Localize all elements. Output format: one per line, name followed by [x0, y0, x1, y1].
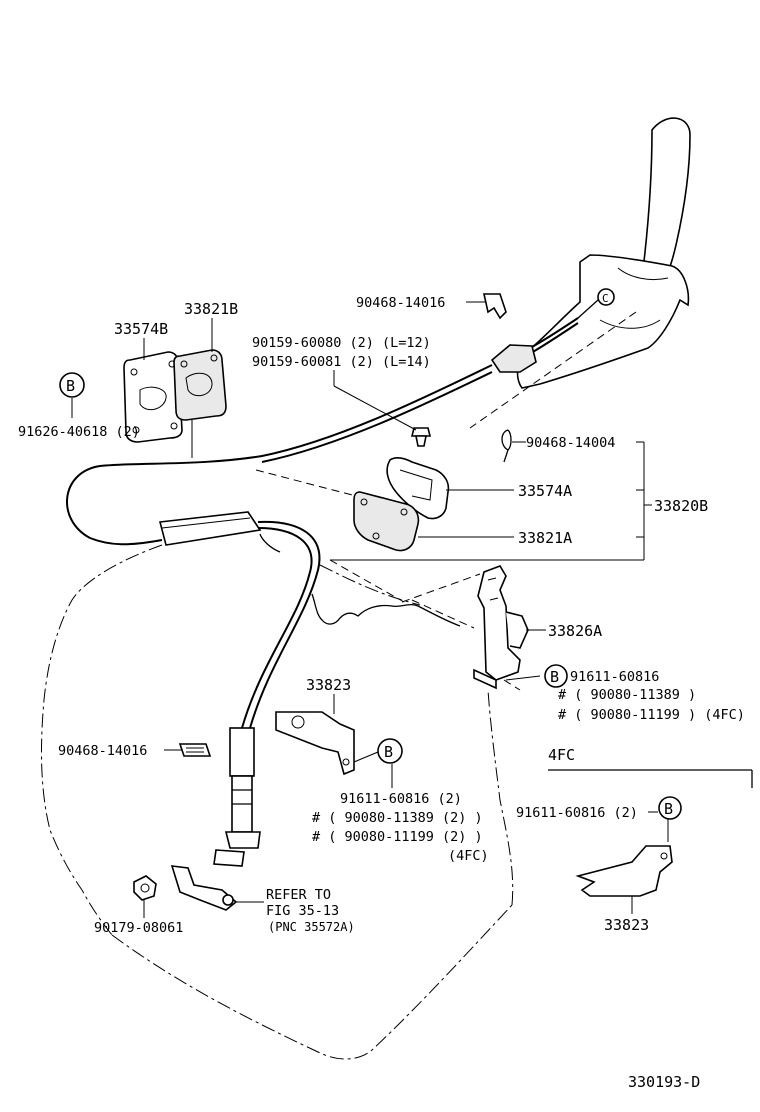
cable-bracket-boot	[490, 344, 537, 373]
cable-sleeve	[158, 511, 262, 546]
cable-end-mark: C	[602, 292, 609, 305]
label-90080-11389-center: # ( 90080-11389 (2) )	[312, 810, 483, 826]
cable-end-eye	[597, 288, 615, 306]
label-33821A: 33821A	[518, 529, 572, 547]
label-91611-60816-inset: 91611-60816 (2)	[516, 805, 638, 821]
part-33823-center	[275, 711, 355, 776]
svg-text:B: B	[66, 377, 75, 395]
leader-lines	[71, 301, 652, 918]
label-90179-08061: 90179-08061	[94, 920, 183, 936]
label-90080-11199-center: # ( 90080-11199 (2) )	[312, 829, 483, 845]
marker-b-right: B	[544, 664, 568, 688]
transmission-housing	[41, 544, 514, 1060]
clip-90468-14016-left	[178, 743, 212, 757]
bolt-90159	[410, 427, 432, 447]
shift-cable	[66, 317, 579, 867]
label-4fc-center: (4FC)	[448, 848, 489, 864]
part-33821B	[173, 349, 227, 421]
label-91611-60816-right: 91611-60816	[570, 669, 659, 685]
label-90080-11389-right: # ( 90080-11389 )	[558, 687, 696, 703]
clip-90468-14016-top	[483, 293, 507, 320]
label-33821B: 33821B	[184, 300, 238, 318]
marker-b-inset: B	[658, 796, 682, 820]
label-inset-4fc: 4FC	[548, 746, 575, 764]
diagram-code: 330193-D	[628, 1073, 700, 1091]
svg-text:B: B	[664, 800, 673, 818]
label-33574B: 33574B	[114, 320, 168, 338]
label-91611-60816-center: 91611-60816 (2)	[340, 791, 462, 807]
label-refer-to: REFER TO	[266, 887, 331, 903]
label-refer-pnc: (PNC 35572A)	[268, 920, 355, 934]
label-90468-14004: 90468-14004	[526, 435, 615, 451]
label-33823-center: 33823	[306, 676, 351, 694]
label-90468-14016-top: 90468-14016	[356, 295, 445, 311]
label-33574A: 33574A	[518, 482, 572, 500]
housing-casting	[259, 533, 461, 627]
shift-lever-assembly: C	[516, 117, 691, 389]
marker-b-left: B	[59, 372, 85, 398]
inset-4fc	[548, 769, 753, 914]
selector-lever	[170, 865, 264, 911]
part-33821A	[353, 491, 420, 552]
label-33823-inset: 33823	[604, 916, 649, 934]
label-33820B: 33820B	[654, 497, 708, 515]
label-91626-40618: 91626-40618 (2)	[18, 424, 140, 440]
label-90468-14016-left: 90468-14016	[58, 743, 147, 759]
cable-adjuster	[229, 727, 255, 777]
part-33574A	[386, 457, 450, 520]
label-90080-11199-right: # ( 90080-11199 ) (4FC)	[558, 707, 745, 723]
nut-90179	[133, 875, 157, 901]
clip-90468-14004	[501, 429, 512, 463]
svg-text:B: B	[550, 668, 559, 686]
label-90159-60080: 90159-60080 (2) (L=12)	[252, 335, 431, 351]
svg-text:B: B	[384, 743, 393, 761]
label-90159-60081: 90159-60081 (2) (L=14)	[252, 354, 431, 370]
label-refer-fig: FIG 35-13	[266, 903, 339, 919]
marker-b-center: B	[377, 738, 403, 764]
label-33826A: 33826A	[548, 622, 602, 640]
part-33826A	[473, 565, 529, 690]
